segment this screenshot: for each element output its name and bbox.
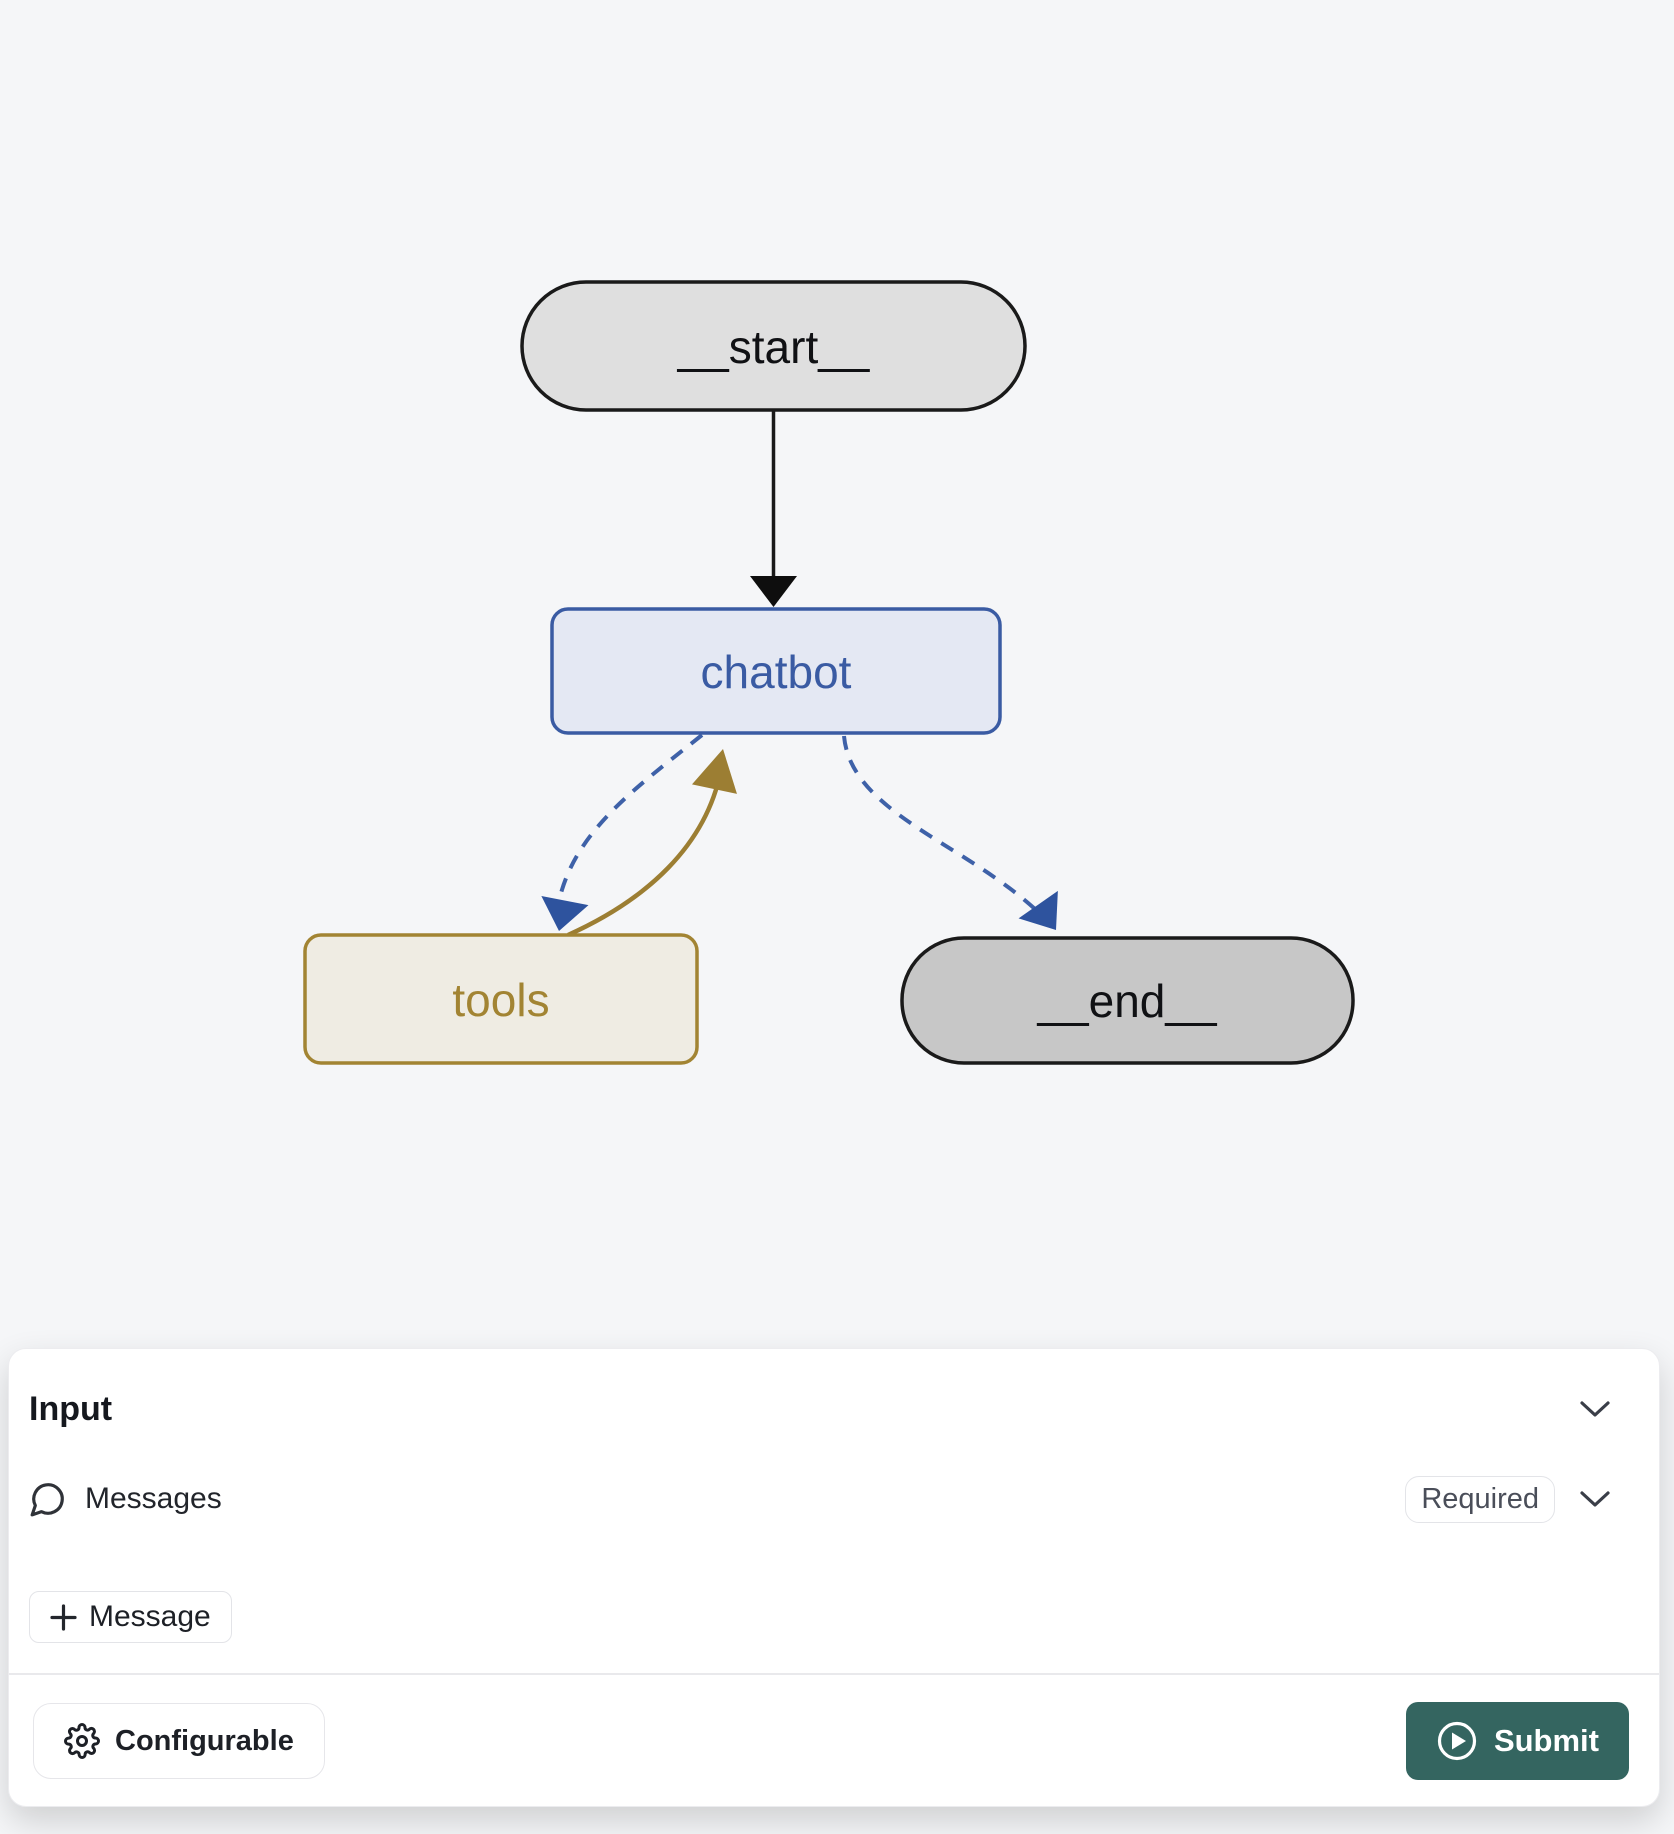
gear-icon: [64, 1723, 100, 1759]
edge-chatbot-end: [842, 735, 1058, 930]
arrowhead-icon: [750, 576, 797, 607]
messages-label: Messages: [85, 1482, 222, 1515]
graph-canvas: __start__ chatbot tools __end__: [303, 280, 1355, 1065]
edge-tools-chatbot: [567, 749, 737, 938]
chevron-down-icon: [1580, 1401, 1610, 1417]
messages-row: Messages Required: [29, 1473, 1615, 1525]
input-header-row: Input: [29, 1385, 1615, 1433]
graph-node-end[interactable]: __end__: [900, 936, 1355, 1065]
graph-node-chatbot[interactable]: chatbot: [550, 607, 1002, 735]
arrowhead-icon: [1018, 890, 1058, 930]
configurable-button[interactable]: Configurable: [33, 1703, 325, 1779]
configurable-label: Configurable: [115, 1724, 294, 1757]
arrowhead-icon: [541, 895, 589, 931]
node-chatbot-label: chatbot: [701, 646, 852, 698]
plus-icon: [50, 1603, 77, 1631]
node-tools-label: tools: [452, 974, 549, 1026]
actions-row: Configurable Submit: [33, 1702, 1629, 1780]
node-start-label: __start__: [677, 321, 871, 373]
edge-start-chatbot: [750, 410, 797, 607]
submit-button[interactable]: Submit: [1405, 1702, 1629, 1780]
input-collapse-button[interactable]: [1575, 1396, 1615, 1422]
messages-collapse-button[interactable]: [1575, 1486, 1615, 1512]
required-badge: Required: [1405, 1475, 1555, 1523]
input-panel: Input Messages Required: [8, 1348, 1660, 1807]
add-message-button[interactable]: Message: [29, 1591, 232, 1643]
arrowhead-icon: [691, 749, 737, 794]
play-circle-icon: [1437, 1721, 1477, 1761]
add-message-label: Message: [89, 1600, 211, 1633]
speech-bubble-icon: [30, 1483, 64, 1517]
node-end-label: __end__: [1036, 975, 1217, 1027]
chevron-down-icon: [1580, 1491, 1610, 1507]
submit-label: Submit: [1493, 1723, 1599, 1758]
edge-chatbot-tools: [541, 733, 704, 931]
graph-node-start[interactable]: __start__: [520, 280, 1027, 412]
panel-divider: [9, 1673, 1659, 1675]
panel-title: Input: [29, 1389, 113, 1428]
graph-node-tools[interactable]: tools: [303, 933, 699, 1065]
